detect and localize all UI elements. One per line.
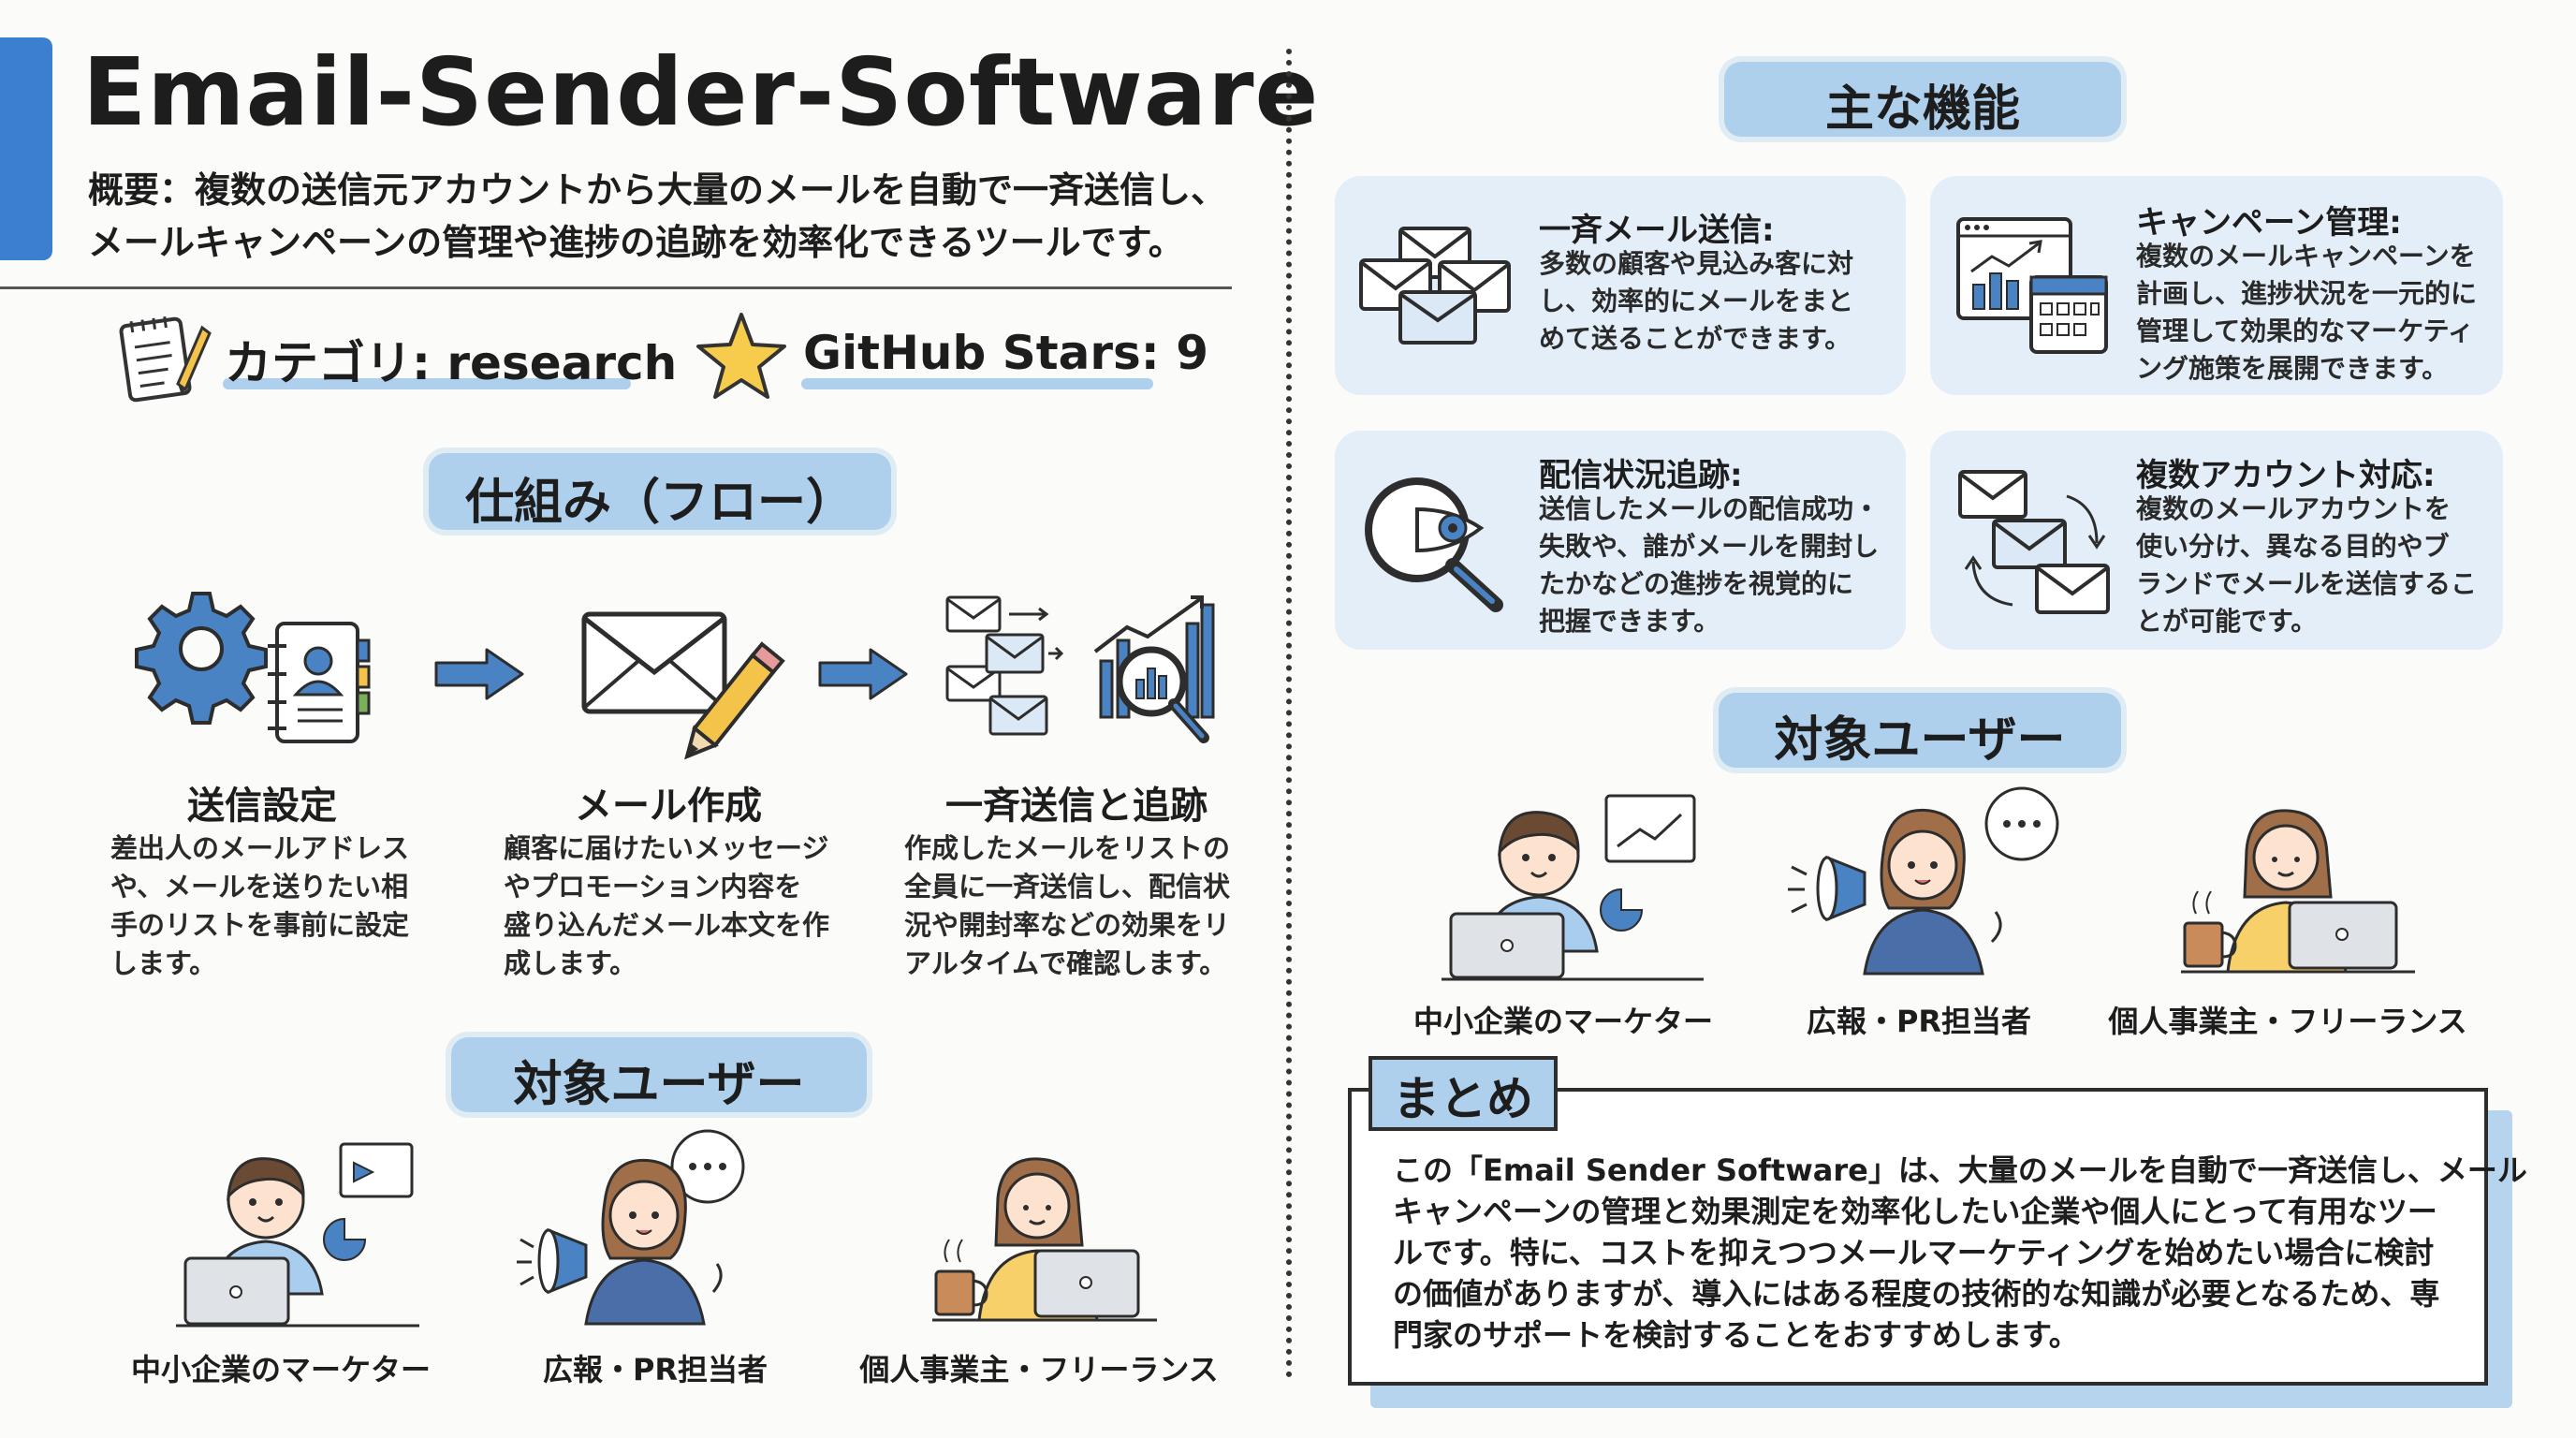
star-icon [696,313,786,399]
flow-step-1-body: 差出人のメールアドレス や、メールを送りたい相 手のリストを事前に設定 します。 [110,832,410,979]
users-left-label-1: 中小企業のマーケター [130,1352,431,1387]
summary-line-2: メールキャンペーンの管理や進捗の追跡を効率化できるツールです。 [88,222,1184,263]
summary-heading-tab [1368,1056,1558,1131]
header-divider [0,286,1232,289]
notepad-icon [119,315,212,403]
users-right-label-2: 広報・PR担当者 [1806,1004,2032,1039]
features-heading: 主な機能 [1824,81,2020,138]
stars-underline [801,378,1153,389]
users-right-heading-brush [1719,693,2121,768]
marketer-illustration [176,1142,419,1328]
flow-step-2-title: メール作成 [575,785,762,828]
feature-3-body: 送信したメールの配信成功・ 失敗や、誰がメールを開封し たかなどの進捗を視覚的に… [1539,493,1881,637]
flow-heading-brush [429,453,891,530]
users-left-label-2: 広報・PR担当者 [542,1352,768,1387]
multi-envelope-icon [945,595,1064,736]
summary-heading: まとめ [1393,1072,1533,1126]
flow-step-2-body: 顧客に届けたいメッセージ やプロモーション内容を 盛り込んだメール本文を作 成し… [504,832,830,979]
users-right-label-1: 中小企業のマーケター [1412,1004,1713,1039]
multi-envelope-icon [1359,227,1511,345]
users-right-heading: 対象ユーザー [1774,712,2066,769]
features-heading-brush [1724,62,2121,137]
feature-1-title: 一斉メール送信: [1539,212,1775,249]
contact-book-icon [268,622,371,743]
calendar-chart-icon [1956,217,2108,354]
feature-1-body: 多数の顧客や見込み客に対 し、効率的にメールをまと めて送ることができます。 [1539,248,1854,354]
users-left-label-3: 個人事業主・フリーランス [859,1352,1219,1387]
freelancer-illustration [932,1157,1157,1322]
feature-4-body: 複数のメールアカウントを 使い分け、異なる目的やブ ランドでメールを送信するこ … [2136,493,2478,637]
envelope-cycle-icon [1958,470,2110,614]
accent-bar [0,37,52,260]
summary-body: この「Email Sender Software」は、大量のメールを自動で一斉送… [1393,1152,2527,1353]
pencil-icon [684,641,785,760]
flow-step-3-body: 作成したメールをリストの 全員に一斉送信し、配信状 況や開封率などの効果をリ ア… [904,832,1231,979]
gear-icon [135,592,268,725]
feature-2-title: キャンペーン管理: [2136,204,2402,242]
freelancer-illustration [2181,809,2415,974]
page-title: Email-Sender-Software [82,37,1320,147]
magnifier-eye-icon [1365,477,1503,612]
feature-2-body: 複数のメールキャンペーンを 計画し、進捗状況を一元的に 管理して効果的なマーケテ… [2136,241,2478,384]
pr-illustration [1788,786,2059,976]
column-divider [1286,49,1292,1378]
users-right-label-3: 個人事業主・フリーランス [2108,1004,2467,1039]
feature-3-title: 配信状況追跡: [1539,457,1743,494]
users-left-heading: 対象ユーザー [513,1057,805,1113]
category-underline [223,378,631,389]
envelope-icon [581,611,727,714]
stars-label: GitHub Stars: 9 [803,326,1208,380]
marketer-illustration [1442,794,1704,981]
arrow-right-icon [818,648,908,700]
arrow-right-icon [434,648,524,700]
users-left-heading-brush [451,1037,867,1112]
flow-step-3-title: 一斉送信と追跡 [945,785,1208,828]
magnifier-chart-icon [1093,595,1215,743]
flow-heading: 仕組み（フロー） [464,475,855,531]
pr-illustration [517,1129,745,1326]
flow-step-1-title: 送信設定 [187,785,337,828]
summary-line-1: 概要：複数の送信元アカウントから大量のメールを自動で一斉送信し、 [88,169,1227,211]
feature-4-title: 複数アカウント対応: [2136,457,2436,494]
summary-box [1348,1088,2488,1386]
category-label: カテゴリ: research [225,336,678,390]
